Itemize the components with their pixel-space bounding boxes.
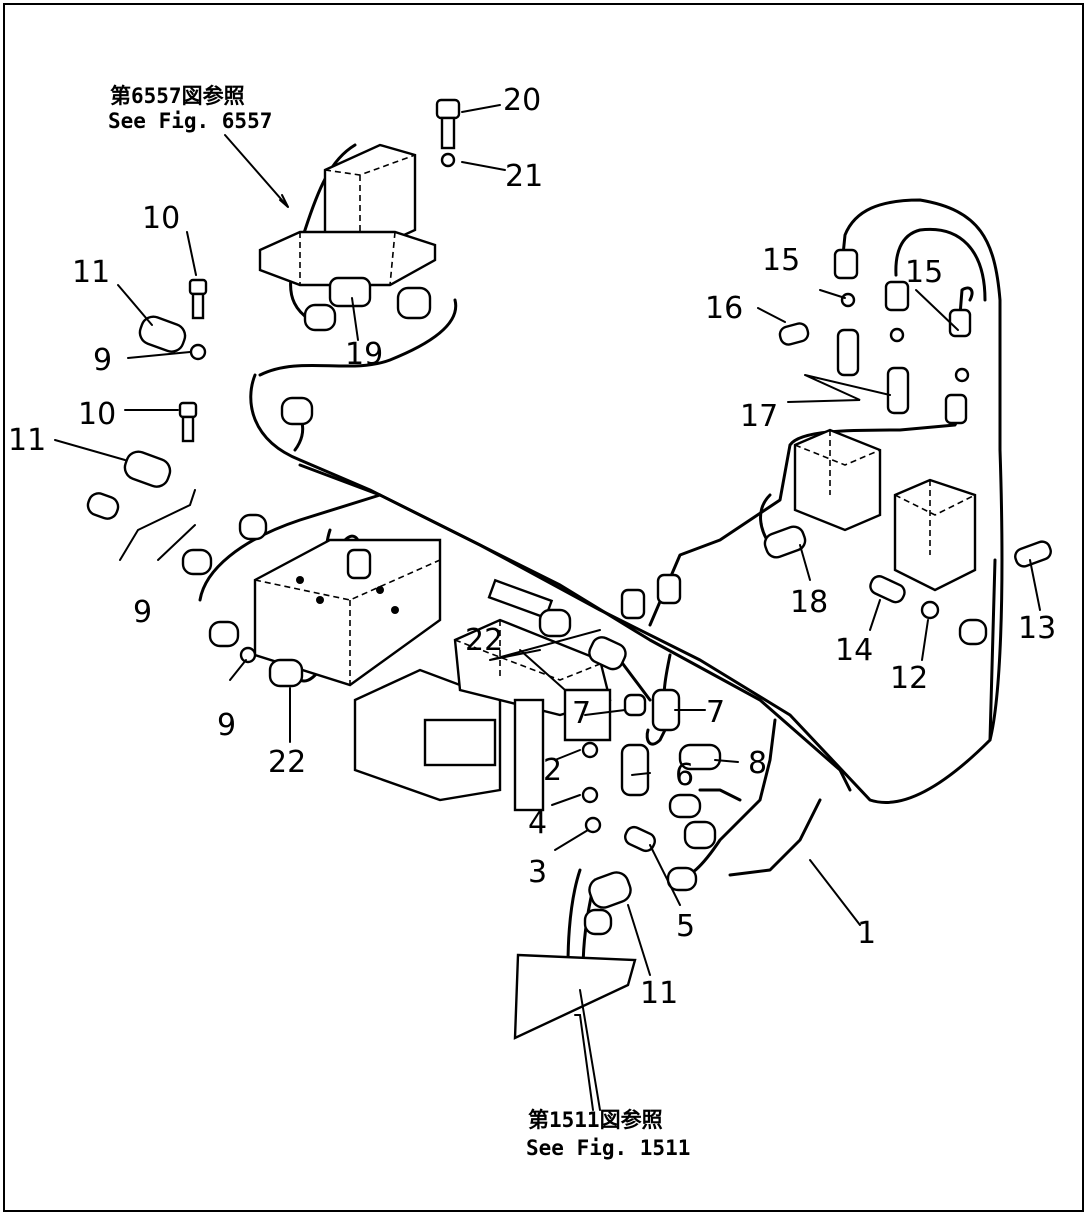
drawing-frame <box>3 3 1084 1212</box>
callout-22a: 22 <box>268 745 306 780</box>
callout-11a: 11 <box>72 255 110 290</box>
callout-9a: 9 <box>93 343 112 378</box>
callout-8: 8 <box>748 746 767 781</box>
callout-10b: 10 <box>78 397 116 432</box>
callout-3: 3 <box>528 855 547 890</box>
callout-18: 18 <box>790 585 828 620</box>
ref-top-jp: 第6557図参照 <box>110 84 245 108</box>
callout-9c: 9 <box>217 708 236 743</box>
callout-10a: 10 <box>142 201 180 236</box>
callout-1: 1 <box>857 916 876 951</box>
callout-14: 14 <box>835 633 873 668</box>
callout-2: 2 <box>543 753 562 788</box>
callout-20: 20 <box>503 83 541 118</box>
callout-11c: 11 <box>640 976 678 1011</box>
leader-lines <box>54 104 1041 1111</box>
callout-6: 6 <box>675 758 694 793</box>
ref-bottom-jp: 第1511図参照 <box>528 1108 663 1132</box>
callout-9b: 9 <box>133 595 152 630</box>
callout-7a: 7 <box>572 696 591 731</box>
callout-4: 4 <box>528 806 547 841</box>
connectors <box>86 98 1052 1040</box>
callout-22b: 22 <box>465 623 503 658</box>
top-component-assembly <box>258 143 437 332</box>
callout-15a: 15 <box>762 243 800 278</box>
ref-top-en: See Fig. 6557 <box>108 109 272 133</box>
connector-19-body <box>328 276 372 308</box>
left-control-block <box>253 538 502 802</box>
callout-13: 13 <box>1018 611 1056 646</box>
center-relay-group <box>453 578 612 812</box>
right-relay-boxes <box>793 428 977 592</box>
callout-17: 17 <box>740 399 778 434</box>
callout-5: 5 <box>676 909 695 944</box>
ref-bottom-en: See Fig. 1511 <box>526 1136 690 1160</box>
callout-12: 12 <box>890 661 928 696</box>
callout-15b: 15 <box>905 255 943 290</box>
callout-19: 19 <box>345 337 383 372</box>
callout-16: 16 <box>705 291 743 326</box>
callout-21: 21 <box>505 159 543 194</box>
callout-7b: 7 <box>706 695 725 730</box>
callout-11b: 11 <box>8 423 46 458</box>
callouts: 20 21 19 10 11 9 10 11 9 9 22 22 7 7 2 4… <box>8 83 1056 1011</box>
